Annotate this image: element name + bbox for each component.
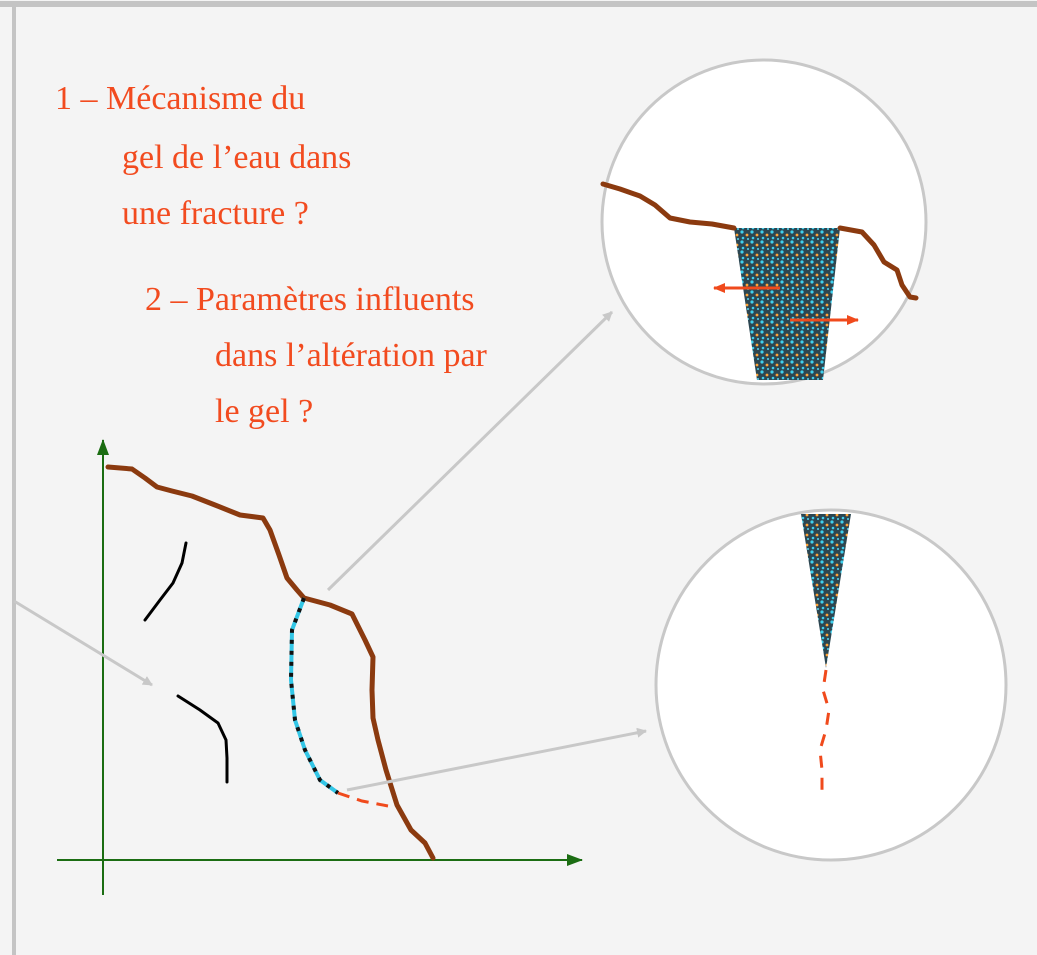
- zoom-circle-crack-tip: [654, 508, 1008, 862]
- water-filled-branch: [288, 597, 340, 795]
- question-2-line-2: dans l’altération par: [215, 337, 487, 374]
- main-fracture-curve: [105, 464, 436, 861]
- question-2-line-3: le gel ?: [215, 393, 314, 430]
- connector-arrow-left: [13, 599, 153, 687]
- question-1-line-3: une fracture ?: [122, 195, 309, 232]
- ice-filled-crack-tip: [801, 514, 851, 668]
- fracture-surface-left: [600, 181, 737, 231]
- connector-arrow-top-circle: [326, 310, 614, 592]
- ice-wedge: [734, 228, 840, 380]
- graph-axes: [57, 439, 583, 895]
- zoom-circle-frost-wedge: [600, 58, 928, 386]
- question-1-line-1: 1 – Mécanisme du: [55, 80, 306, 117]
- propagation-dashed-line: [337, 791, 389, 808]
- question-2-line-1: 2 – Paramètres influents: [145, 281, 475, 318]
- water-branch-dashes: [288, 597, 340, 795]
- fracture-surface-right: [837, 225, 919, 301]
- question-1-line-2: gel de l’eau dans: [122, 139, 352, 176]
- crack-line-upper: [143, 541, 188, 622]
- connector-arrow-bottom-circle: [346, 727, 647, 792]
- crack-line-lower: [176, 694, 229, 784]
